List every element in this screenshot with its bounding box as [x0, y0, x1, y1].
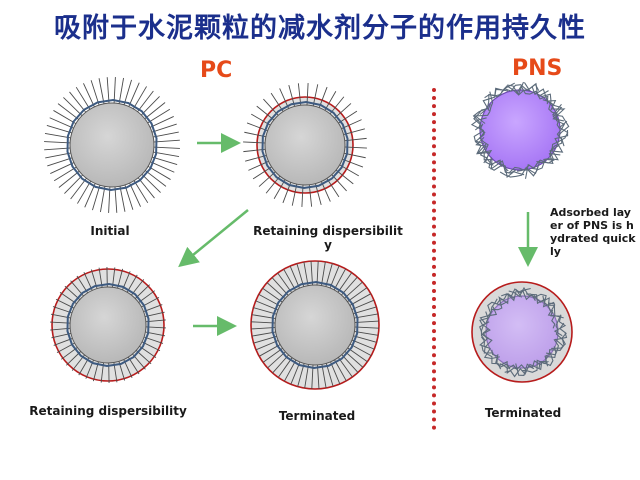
polymer-backbone — [66, 282, 150, 368]
side-chain — [58, 170, 81, 188]
pc-header: PC — [200, 58, 233, 83]
side-chain — [128, 182, 141, 207]
label-initial: Initial — [90, 224, 130, 238]
polymer-backbone — [261, 100, 349, 190]
cement-core — [264, 104, 346, 186]
pns-strand — [500, 84, 531, 93]
side-chain — [47, 157, 74, 167]
pns-strand — [551, 322, 567, 349]
section-divider — [432, 88, 436, 430]
pns-strand — [523, 82, 549, 105]
label-retaining-1-line2: y — [324, 238, 332, 252]
side-chain — [63, 97, 84, 117]
label-retaining-1: Retaining dispersibilit y — [248, 224, 408, 252]
particle-terminated-pc — [250, 260, 380, 390]
cement-core — [274, 284, 356, 366]
pns-strand — [522, 359, 549, 373]
pns-strand — [549, 102, 563, 130]
pns-strand — [495, 354, 519, 374]
pns-strand — [472, 108, 486, 138]
label-retaining-2: Retaining dispersibility — [29, 404, 187, 418]
pns-strand — [533, 295, 554, 314]
particle-retaining-2 — [50, 267, 166, 383]
label-retaining-1-line1: Retaining dispersibilit — [253, 224, 403, 238]
pns-strand — [479, 93, 502, 115]
pns-strand — [473, 130, 493, 164]
pns-strand — [537, 93, 559, 115]
particle-pns-terminated — [471, 281, 573, 383]
side-chain — [57, 103, 80, 121]
side-chain — [119, 185, 126, 212]
pns-note-line: ly — [550, 245, 561, 258]
pns-strand — [543, 137, 563, 161]
side-chain — [151, 156, 178, 165]
pns-strand — [475, 137, 494, 166]
side-chain — [118, 77, 125, 105]
pns-strand — [547, 302, 556, 329]
pns-strand — [550, 309, 567, 337]
side-chain — [77, 180, 92, 204]
side-chain — [49, 117, 75, 129]
side-chain — [83, 83, 96, 108]
label-terminated-pc: Terminated — [278, 409, 356, 423]
pns-strand — [487, 300, 509, 318]
pns-strand — [473, 91, 494, 124]
label-terminated-pns: Terminated — [484, 406, 562, 420]
pns-strand — [551, 103, 570, 137]
side-chain — [144, 169, 167, 187]
side-chain — [143, 102, 166, 120]
side-chain — [140, 173, 161, 193]
arrow-retaining-to-retaining — [178, 209, 249, 268]
pns-strand — [481, 345, 502, 370]
polymer-backbone — [271, 280, 359, 370]
side-chain — [98, 78, 105, 105]
pns-note: Adsorbed lay er of PNS is h ydrated quic… — [550, 206, 638, 258]
cement-core — [69, 286, 147, 364]
side-chain — [152, 146, 180, 149]
pns-strand — [516, 161, 545, 177]
pns-note-line: Adsorbed lay — [550, 206, 631, 219]
pns-strand — [524, 159, 554, 179]
side-chain — [75, 86, 91, 111]
pns-strand — [542, 99, 566, 122]
pns-strand — [499, 164, 531, 178]
side-chain — [150, 123, 177, 133]
page-title: 吸附于水泥颗粒的减水剂分子的作用持久性 — [54, 13, 586, 44]
pns-strand — [482, 328, 494, 354]
cement-core — [69, 102, 155, 188]
pns-note-line: ydrated quick — [550, 232, 636, 245]
polymer-backbone — [66, 98, 158, 192]
pns-note-line: er of PNS is h — [550, 219, 634, 232]
side-chain — [149, 161, 175, 173]
pns-strand — [526, 293, 555, 308]
side-chain — [44, 141, 72, 144]
particle-retaining-1 — [243, 83, 367, 207]
side-chain — [133, 179, 149, 204]
pns-strand — [479, 306, 498, 333]
particle-initial — [44, 77, 180, 213]
side-chain — [46, 125, 73, 134]
pns-strand — [483, 153, 509, 172]
pns-header: PNS — [512, 56, 563, 81]
pns-strand — [551, 120, 569, 150]
pns-strand — [515, 360, 542, 376]
side-chain — [99, 185, 106, 213]
side-chain — [114, 185, 118, 213]
pns-strand — [473, 103, 491, 131]
pns-strand — [490, 292, 515, 311]
side-chain — [106, 77, 110, 105]
particle-pns-adsorbed — [470, 81, 570, 179]
side-chain — [132, 86, 147, 110]
